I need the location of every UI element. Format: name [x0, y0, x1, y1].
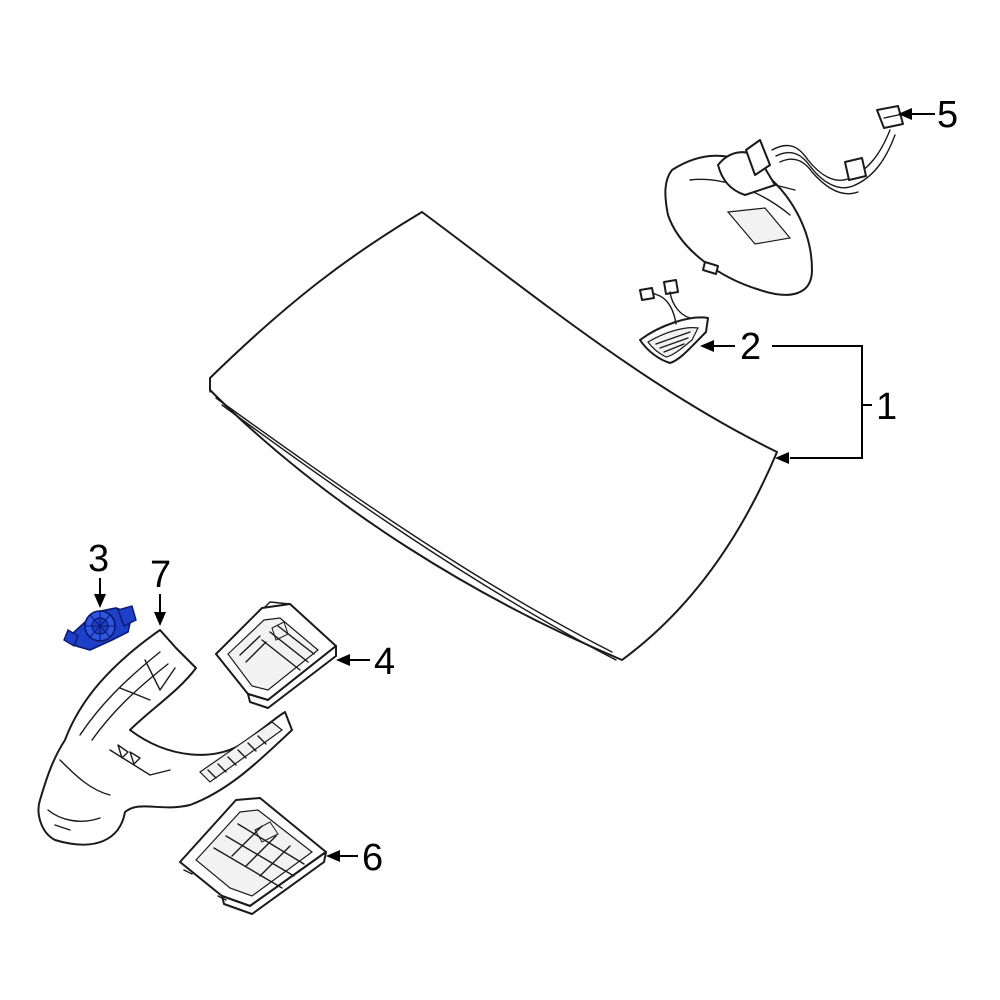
callout-7: 7	[150, 554, 172, 596]
callout-6: 6	[362, 837, 384, 879]
control-module	[215, 601, 337, 709]
callout-3: 3	[88, 538, 110, 580]
bracket-1	[772, 345, 863, 459]
arrow-7	[154, 612, 166, 626]
callout-4: 4	[374, 641, 396, 683]
sensor-highlighted	[63, 605, 137, 651]
arrow-2	[700, 340, 714, 352]
leader-lines	[94, 108, 935, 862]
callout-1: 1	[876, 386, 898, 428]
arrow-3	[94, 594, 106, 608]
callout-2: 2	[740, 326, 762, 368]
arrow-6	[326, 850, 340, 862]
callout-5: 5	[937, 94, 959, 136]
arrow-1	[775, 452, 789, 464]
arrow-5	[898, 108, 912, 120]
overhead-trim-cover	[37, 629, 293, 846]
arrow-4	[336, 654, 350, 666]
rear-view-mirror	[664, 105, 904, 296]
windshield-glass	[209, 211, 778, 661]
rain-sensor	[639, 279, 709, 364]
lower-module	[179, 797, 327, 915]
